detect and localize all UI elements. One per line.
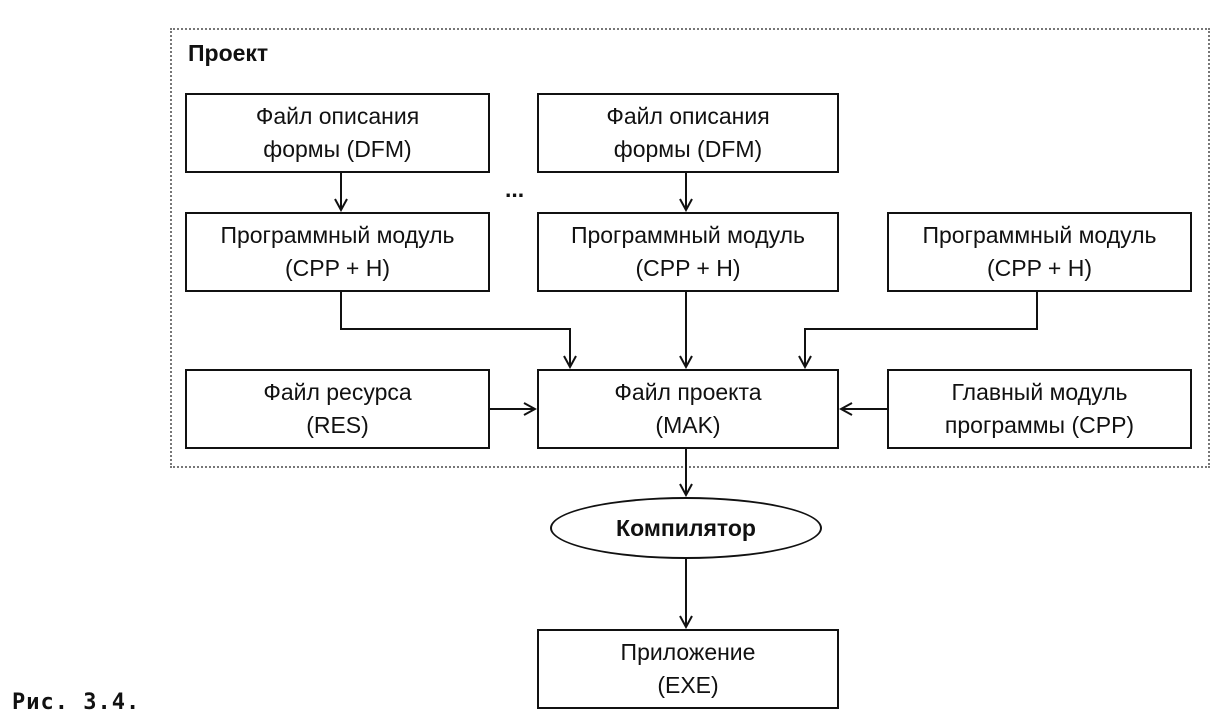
application-box: Приложение (EXE)	[537, 629, 839, 709]
resource-file-box: Файл ресурса (RES)	[185, 369, 490, 449]
dfm-file-1-line1: Файл описания	[255, 103, 420, 129]
main-module-line1: Главный модуль	[951, 379, 1128, 405]
program-module-box-1: Программный модуль (CPP + H)	[185, 212, 490, 292]
application-line2: (EXE)	[657, 672, 719, 698]
program-module-1-line2: (CPP + H)	[284, 255, 391, 281]
resource-file-line1: Файл ресурса	[263, 379, 412, 405]
program-module-box-3: Программный модуль (CPP + H)	[887, 212, 1192, 292]
project-frame	[170, 28, 1210, 468]
project-file-line1: Файл проекта	[614, 379, 762, 405]
compiler-ellipse: Компилятор	[550, 497, 822, 559]
program-module-2-line1: Программный модуль	[570, 222, 806, 248]
program-module-2-line2: (CPP + H)	[635, 255, 741, 281]
dfm-file-1-line2: формы (DFM)	[263, 136, 412, 162]
dfm-file-2-line1: Файл описания	[606, 103, 770, 129]
program-module-3-line1: Программный модуль	[922, 222, 1157, 248]
project-label: Проект	[188, 40, 269, 66]
main-module-line2: программы (CPP)	[944, 412, 1135, 438]
program-module-1-line1: Программный модуль	[220, 222, 455, 248]
figure-caption: Рис. 3.4.	[12, 690, 141, 715]
arrow-module3-to-project	[805, 292, 1038, 367]
program-module-box-2: Программный модуль (CPP + H)	[537, 212, 839, 292]
project-file-box: Файл проекта (MAK)	[537, 369, 839, 449]
application-line1: Приложение	[620, 639, 756, 665]
program-module-3-line2: (CPP + H)	[986, 255, 1093, 281]
dfm-file-2-line2: формы (DFM)	[613, 136, 763, 162]
main-module-box: Главный модуль программы (CPP)	[887, 369, 1192, 449]
project-file-line2: (MAK)	[655, 412, 721, 438]
dfm-file-box-2: Файл описания формы (DFM)	[537, 93, 839, 173]
resource-file-line2: (RES)	[306, 412, 369, 438]
compiler-label: Компилятор	[616, 514, 756, 541]
arrow-module1-to-project	[340, 292, 570, 367]
dfm-file-box-1: Файл описания формы (DFM)	[185, 93, 490, 173]
ellipsis: ...	[505, 176, 525, 202]
